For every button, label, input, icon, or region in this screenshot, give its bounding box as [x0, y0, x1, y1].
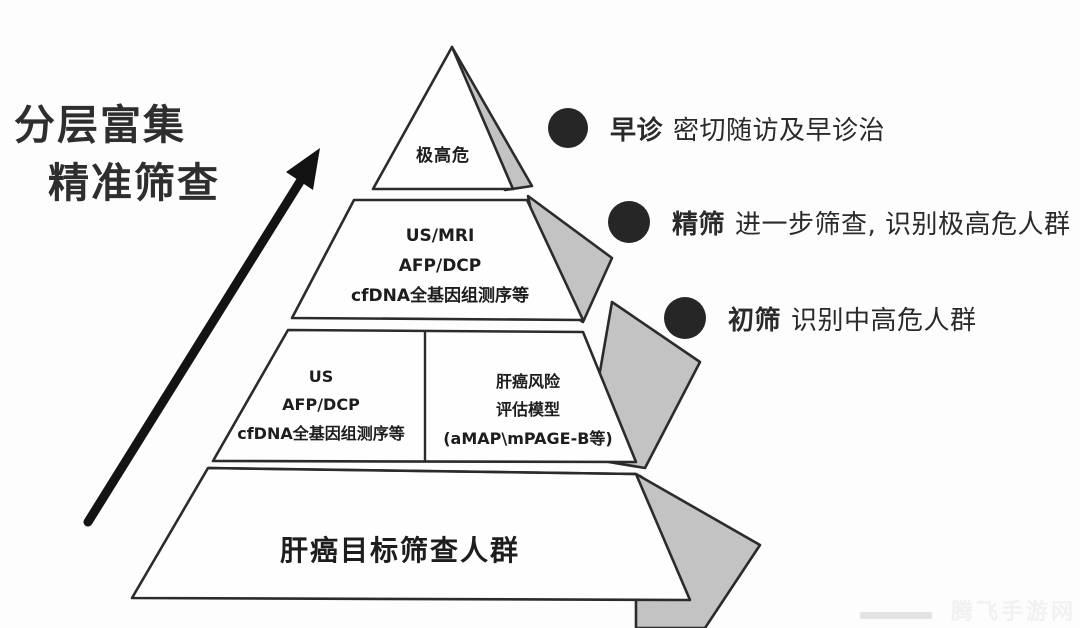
- legend-keyword: 初筛: [728, 305, 782, 336]
- growth-arrow-shaft: [83, 167, 311, 527]
- page-title-line-1: 分层富集: [14, 101, 186, 149]
- watermark-text: 腾飞手游网: [950, 600, 1076, 625]
- legend-item-text: 早诊密切随访及早诊治: [610, 110, 885, 147]
- legend-keyword: 精筛: [672, 209, 726, 240]
- legend-keyword: 早诊: [610, 115, 664, 146]
- page-title: 分层富集 精准筛查: [14, 96, 344, 212]
- legend: 早诊密切随访及早诊治 精筛进一步筛查, 识别极高危人群 初筛识别中高危人群: [548, 96, 1080, 346]
- base-tier-front-face: [130, 466, 692, 602]
- legend-item-initial-screening: 初筛识别中高危人群: [664, 290, 1080, 346]
- bullet-dot-icon: [664, 297, 706, 339]
- bullet-dot-icon: [608, 201, 650, 243]
- page-title-line-2: 精准筛查: [48, 159, 220, 208]
- growth-arrow-head: [286, 148, 320, 190]
- legend-description: 识别中高危人群: [791, 305, 977, 336]
- legend-item-text: 初筛识别中高危人群: [728, 300, 977, 337]
- bullet-dot-icon: [548, 108, 588, 148]
- legend-description: 进一步筛查, 识别极高危人群: [735, 209, 1071, 240]
- watermark-bar: [860, 612, 932, 619]
- legend-item-text: 精筛进一步筛查, 识别极高危人群: [672, 204, 1071, 241]
- legend-description: 密切随访及早诊治: [673, 115, 886, 146]
- tier2-front-face: [290, 198, 585, 322]
- legend-item-early-diagnosis: 早诊密切随访及早诊治: [548, 100, 1080, 156]
- apex-front-face: [371, 45, 515, 191]
- base-tier-top-edge: [207, 466, 637, 476]
- legend-item-fine-screening: 精筛进一步筛查, 识别极高危人群: [608, 194, 1080, 250]
